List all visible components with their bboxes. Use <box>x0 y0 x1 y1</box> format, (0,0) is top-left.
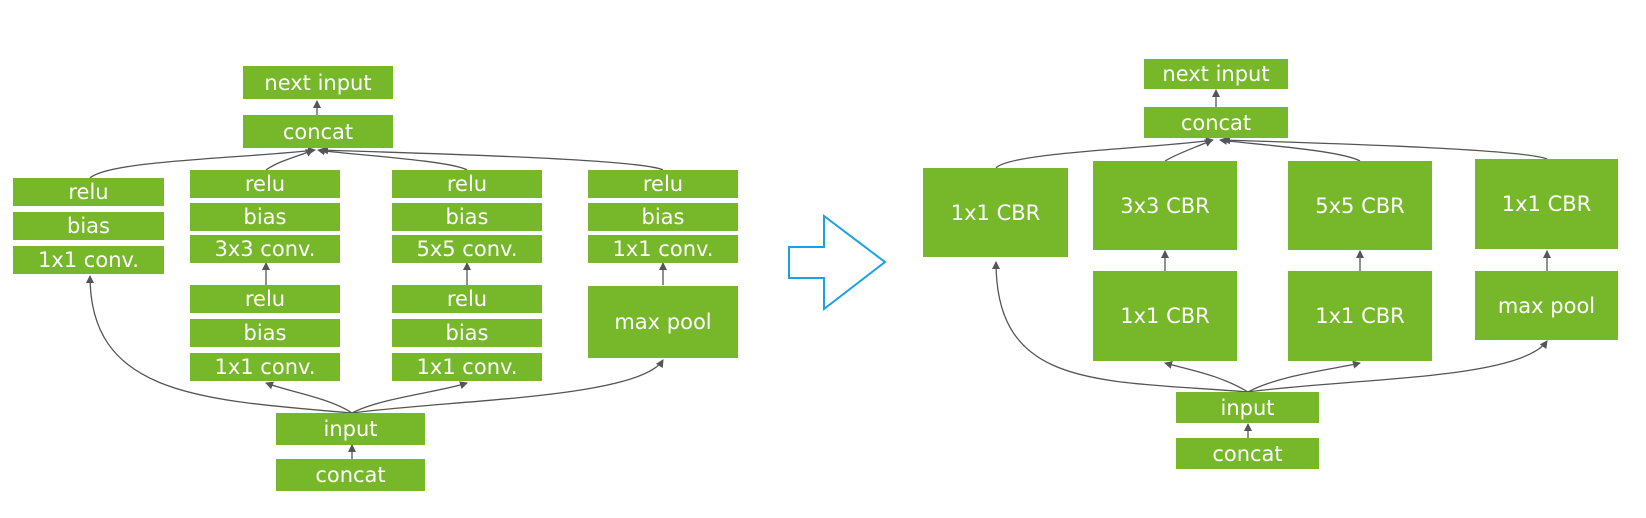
left-b4-pool-node: max pool <box>588 286 738 358</box>
left-b3-bias-bot-node: bias <box>392 319 542 347</box>
right-cbr1-pool-node: 1x1 CBR <box>1475 159 1618 249</box>
left-b3-relu-bot-node: relu <box>392 285 542 313</box>
right-concat-top-node: concat <box>1144 107 1288 138</box>
left-b3-conv-top-node: 5x5 conv. <box>392 235 542 263</box>
right-cbr1-b-node: 1x1 CBR <box>1288 271 1432 361</box>
left-concat-top-node: concat <box>243 115 393 148</box>
left-b3-relu-top-node: relu <box>392 170 542 198</box>
edge <box>1164 361 1249 393</box>
left-b2-relu-top-node: relu <box>190 170 340 198</box>
right-next-input-node: next input <box>1144 59 1288 89</box>
left-b2-bias-top-node: bias <box>190 203 340 231</box>
right-pool-node: max pool <box>1475 271 1618 340</box>
left-b1-relu-node: relu <box>13 178 164 206</box>
left-concat-bottom-node: concat <box>276 459 425 491</box>
left-b1-conv-node: 1x1 conv. <box>13 246 164 274</box>
left-b3-bias-top-node: bias <box>392 203 542 231</box>
left-b4-relu-node: relu <box>588 170 738 198</box>
edge <box>320 146 664 171</box>
left-input-node: input <box>276 413 425 445</box>
edge <box>995 137 1214 169</box>
edge <box>86 275 353 414</box>
left-b2-conv-bot-node: 1x1 conv. <box>190 353 340 381</box>
edge <box>317 147 468 171</box>
right-cbr1-a-node: 1x1 CBR <box>1093 271 1237 361</box>
right-input-node: input <box>1176 392 1319 423</box>
edge <box>351 359 664 414</box>
left-b2-relu-bot-node: relu <box>190 285 340 313</box>
edge <box>1247 340 1548 393</box>
edge <box>1222 136 1548 160</box>
right-concat-bottom-node: concat <box>1176 438 1319 469</box>
edge <box>265 149 314 171</box>
left-b3-conv-bot-node: 1x1 conv. <box>392 353 542 381</box>
left-b4-conv-node: 1x1 conv. <box>588 235 738 263</box>
right-cbr1-node: 1x1 CBR <box>923 168 1068 257</box>
edge <box>1164 139 1213 162</box>
left-next-input-node: next input <box>243 66 393 99</box>
right-outline-arrow-icon <box>788 213 887 312</box>
edge <box>1219 136 1361 162</box>
edge <box>89 146 316 179</box>
left-b1-bias-node: bias <box>13 212 164 240</box>
left-b4-bias-node: bias <box>588 203 738 231</box>
edge <box>1247 360 1361 393</box>
right-cbr5-node: 5x5 CBR <box>1288 161 1432 250</box>
edge <box>265 381 353 414</box>
edge <box>351 381 468 414</box>
right-cbr3-node: 3x3 CBR <box>1093 161 1237 250</box>
left-b2-bias-bot-node: bias <box>190 319 340 347</box>
left-b2-conv-top-node: 3x3 conv. <box>190 235 340 263</box>
edge <box>992 261 1249 393</box>
